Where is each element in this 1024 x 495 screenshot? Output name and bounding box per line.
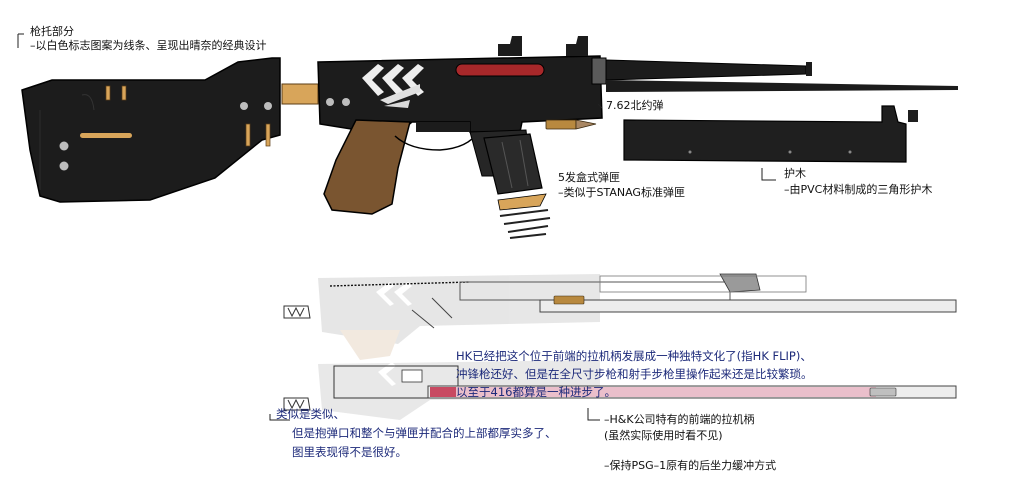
stock — [21, 57, 281, 203]
magazine-desc-label: –类似于STANAG标准弹匣 — [558, 186, 685, 199]
charging-handle-label-2: (虽然实际使用时看不见) — [604, 429, 723, 442]
handguard-desc-label: –由PVC材料制成的三角形护木 — [784, 183, 933, 196]
buffer-label: –保持PSG–1原有的后坐力缓冲方式 — [604, 459, 777, 472]
similar-note-line-2: 但是抱弹口和整个与弹匣并配合的上部都厚实多了、 — [292, 426, 557, 440]
handguard-title-label: 护木 — [784, 167, 806, 180]
buffer-tube — [281, 83, 319, 105]
magazine-parts — [497, 193, 551, 239]
ammo-label: 7.62北约弹 — [606, 99, 664, 112]
pistol-grip — [323, 119, 411, 215]
hk-note-line-1: HK已经把这个位于前端的拉机柄发展成一种独特文化了(指HK FLIP)、 — [456, 349, 812, 363]
detached-magazine — [483, 133, 543, 195]
charging-handle-label-1: –H&K公司特有的前端的拉机柄 — [604, 413, 755, 426]
similar-note-line-1: 类似是类似、 — [276, 407, 345, 421]
cutaway-upper — [318, 274, 600, 360]
receiver — [317, 36, 603, 137]
handguard — [623, 105, 918, 163]
barrel-assembly — [591, 57, 958, 92]
stock-pins — [105, 85, 271, 147]
trigger-guard — [394, 131, 479, 151]
magazine-title-label: 5发盒式弹匣 — [558, 171, 620, 184]
cutaway-upper-lines — [283, 273, 957, 329]
stock-title-label: 枪托部分 — [30, 25, 74, 38]
ammo-round — [545, 119, 597, 130]
stock-desc-label: –以白色标志图案为线条、呈现出晴奈的经典设计 — [30, 39, 267, 52]
hk-note-line-3: 以至于416都算是一种进步了。 — [456, 385, 616, 399]
hk-note-line-2: 冲锋枪还好、但是在全尺寸步枪和射手步枪里操作起来还是比较繁琐。 — [456, 367, 813, 381]
cutaway-lower-lines — [283, 365, 957, 411]
similar-note-line-3: 图里表现得不是很好。 — [292, 445, 407, 459]
